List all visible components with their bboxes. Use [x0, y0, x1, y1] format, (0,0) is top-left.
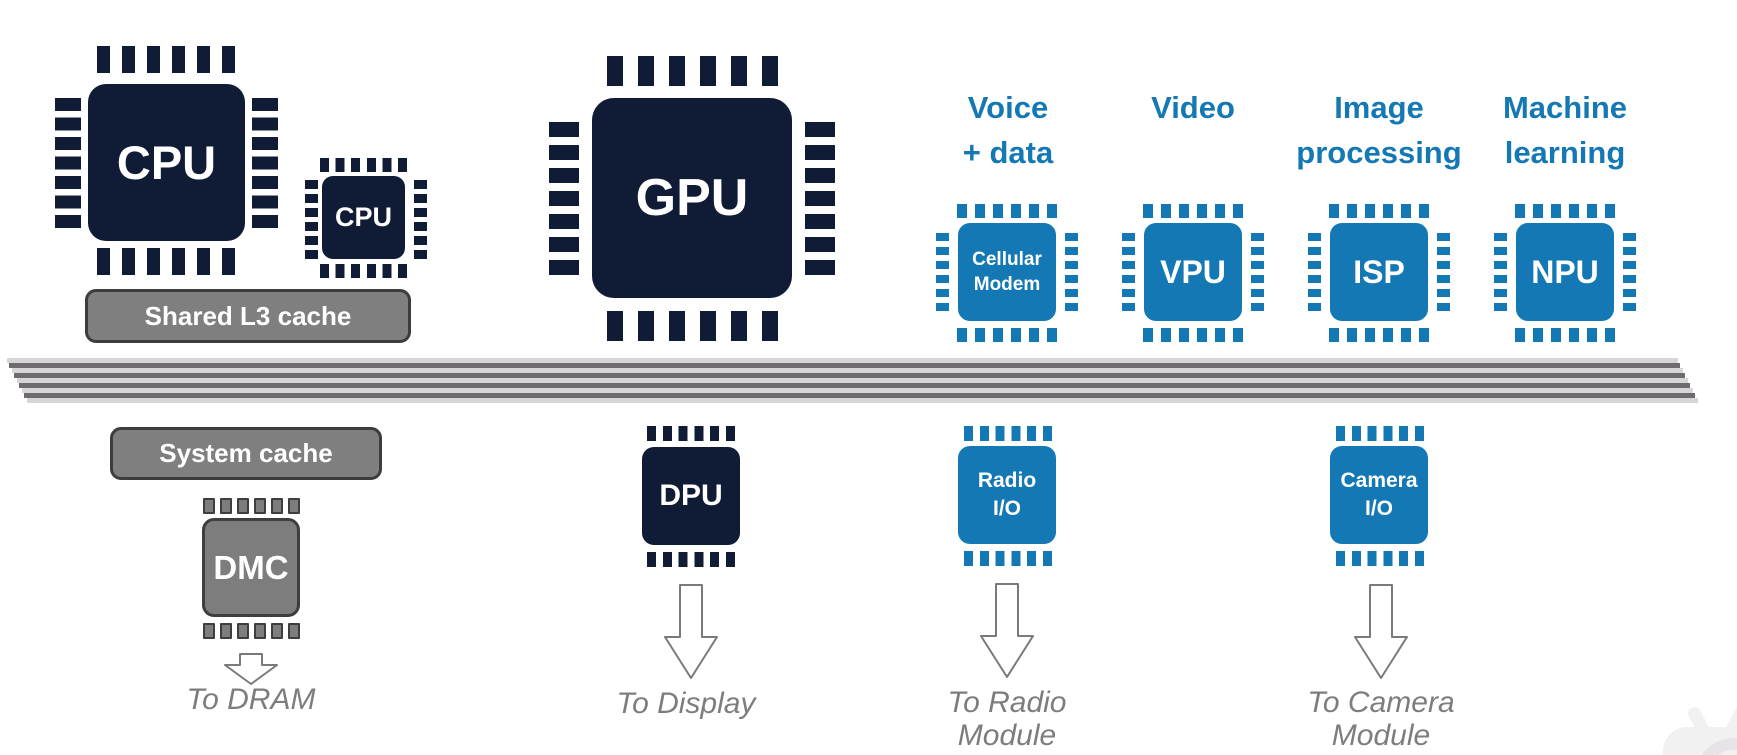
vpu-label: VPU — [1160, 253, 1226, 290]
camera-io-pins-bottom — [1336, 551, 1424, 566]
heading-voice-data: Voice + data — [962, 90, 1054, 170]
isp-label: ISP — [1353, 253, 1405, 290]
radio-arrow-icon — [980, 583, 1034, 678]
isp-pins-top — [1329, 204, 1429, 218]
radio-io-pins-bottom — [964, 551, 1052, 566]
camera-arrow-icon — [1354, 584, 1408, 679]
system-cache-label: System cache — [159, 438, 333, 468]
display-arrow-icon — [664, 584, 718, 679]
cpu-small-chip: CPU — [322, 176, 405, 259]
gpu-label: GPU — [635, 169, 749, 227]
cpu-large-pins-right — [252, 98, 278, 228]
npu-chip: NPU — [1516, 223, 1614, 321]
npu-pins-top — [1515, 204, 1615, 218]
dmc-label: DMC — [213, 548, 289, 586]
radio-io-chip: Radio I/O — [958, 446, 1056, 544]
dpu-pins-top — [647, 426, 735, 441]
dpu-label: DPU — [659, 479, 723, 512]
cpu-small-pins-right — [414, 180, 427, 259]
gpu-pins-bottom — [607, 311, 778, 341]
caption-to-camera-module: To Camera Module — [1307, 686, 1455, 752]
caption-to-dram: To DRAM — [186, 683, 316, 716]
caption-to-radio-module: To Radio Module — [947, 686, 1067, 752]
isp-pins-left — [1308, 233, 1321, 311]
dpu-chip: DPU — [642, 447, 740, 545]
camera-io-pins-top — [1336, 426, 1424, 441]
vpu-chip: VPU — [1144, 223, 1242, 321]
vpu-pins-top — [1143, 204, 1243, 218]
cpu-large-label: CPU — [116, 136, 217, 189]
cellular-modem-pins-right — [1065, 233, 1078, 311]
gpu-chip: GPU — [592, 98, 792, 298]
vpu-pins-bottom — [1143, 328, 1243, 342]
heading-machine-learning: Machine learning — [1502, 90, 1628, 170]
npu-pins-left — [1494, 233, 1507, 311]
system-cache-box: System cache — [110, 427, 382, 480]
gpu-pins-right — [805, 122, 835, 275]
npu-label: NPU — [1531, 253, 1599, 290]
camera-io-chip: Camera I/O — [1330, 446, 1428, 544]
isp-pins-right — [1437, 233, 1450, 311]
cpu-large-pins-left — [55, 98, 81, 228]
gpu-pins-top — [607, 56, 778, 86]
cellular-modem-pins-left — [936, 233, 949, 311]
dpu-pins-bottom — [647, 552, 735, 567]
cellular-modem-pins-top — [957, 204, 1057, 218]
npu-pins-bottom — [1515, 328, 1615, 342]
heading-video: Video — [1151, 90, 1235, 125]
cellular-modem-pins-bottom — [957, 328, 1057, 342]
radio-io-pins-top — [964, 426, 1052, 441]
vpu-pins-left — [1122, 233, 1135, 311]
dmc-chip: DMC — [202, 518, 300, 617]
dram-arrow-icon — [224, 653, 278, 685]
cpu-large-pins-top — [97, 46, 235, 73]
isp-pins-bottom — [1329, 328, 1429, 342]
isp-chip: ISP — [1330, 223, 1428, 321]
shared-l3-cache-box: Shared L3 cache — [85, 289, 411, 343]
cpu-small-pins-bottom — [320, 264, 407, 278]
cpu-large-chip: CPU — [88, 84, 245, 241]
cpu-large-pins-bottom — [97, 248, 235, 275]
cpu-small-pins-left — [305, 180, 318, 259]
gpu-pins-left — [549, 122, 579, 275]
cpu-small-pins-top — [320, 158, 407, 172]
npu-pins-right — [1623, 233, 1636, 311]
caption-to-display: To Display — [616, 687, 756, 720]
watermark-tv-body-icon — [1663, 727, 1737, 755]
cpu-small-label: CPU — [334, 202, 392, 232]
cellular-modem-chip: Cellular Modem — [958, 223, 1056, 321]
shared-l3-cache-label: Shared L3 cache — [144, 300, 352, 331]
heading-image-processing: Image processing — [1296, 90, 1462, 170]
vpu-pins-right — [1251, 233, 1264, 311]
